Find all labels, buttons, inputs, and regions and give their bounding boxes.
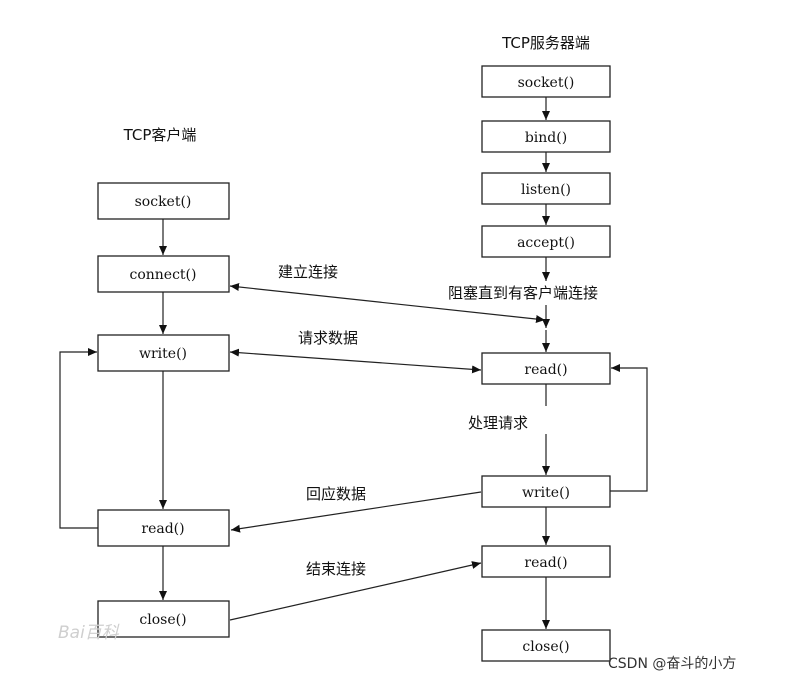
label-establish-connection: 建立连接	[278, 263, 338, 281]
server-accept-node: accept()	[481, 225, 611, 258]
client-read-node: read()	[97, 509, 230, 547]
client-close-node: close()	[97, 600, 230, 638]
server-socket-node: socket()	[481, 65, 611, 98]
server-read-2-node: read()	[481, 545, 611, 578]
client-socket-label: socket()	[135, 194, 192, 210]
arrow-client-loop	[59, 348, 98, 529]
label-block-until-client: 阻塞直到有客户端连接	[448, 284, 598, 302]
server-accept-label: accept()	[517, 235, 575, 251]
server-close-node: close()	[481, 629, 611, 662]
server-title: TCP服务器端	[501, 34, 590, 52]
client-read-label: read()	[141, 521, 184, 537]
client-write-label: write()	[139, 346, 187, 362]
server-socket-label: socket()	[518, 75, 575, 91]
client-connect-label: connect()	[130, 267, 197, 283]
client-connect-node: connect()	[97, 255, 230, 293]
server-write-label: write()	[522, 485, 570, 501]
label-end-connection: 结束连接	[306, 560, 366, 578]
server-read-2-label: read()	[524, 555, 567, 571]
server-bind-node: bind()	[481, 120, 611, 153]
arrow-end-connection	[229, 561, 482, 621]
label-reply-data: 回应数据	[306, 485, 366, 503]
server-read-node: read()	[481, 352, 611, 385]
label-request-data: 请求数据	[298, 329, 358, 347]
arrow-server-loop	[610, 364, 648, 492]
arrow-reply-data	[230, 491, 482, 533]
server-listen-label: listen()	[521, 182, 571, 198]
client-close-label: close()	[139, 612, 186, 628]
server-write-node: write()	[481, 475, 611, 508]
baidu-watermark: Bai百科	[58, 623, 120, 643]
label-process-request: 处理请求	[468, 414, 528, 432]
server-close-label: close()	[522, 639, 569, 655]
csdn-watermark: CSDN @奋斗的小方	[608, 656, 736, 672]
server-listen-node: listen()	[481, 172, 611, 205]
server-read-label: read()	[524, 362, 567, 378]
client-socket-node: socket()	[97, 182, 230, 220]
arrow-request-data	[229, 348, 482, 374]
server-bind-label: bind()	[525, 130, 567, 146]
client-title: TCP客户端	[123, 126, 197, 144]
arrow-establish-connection	[229, 282, 546, 324]
client-write-node: write()	[97, 334, 230, 372]
